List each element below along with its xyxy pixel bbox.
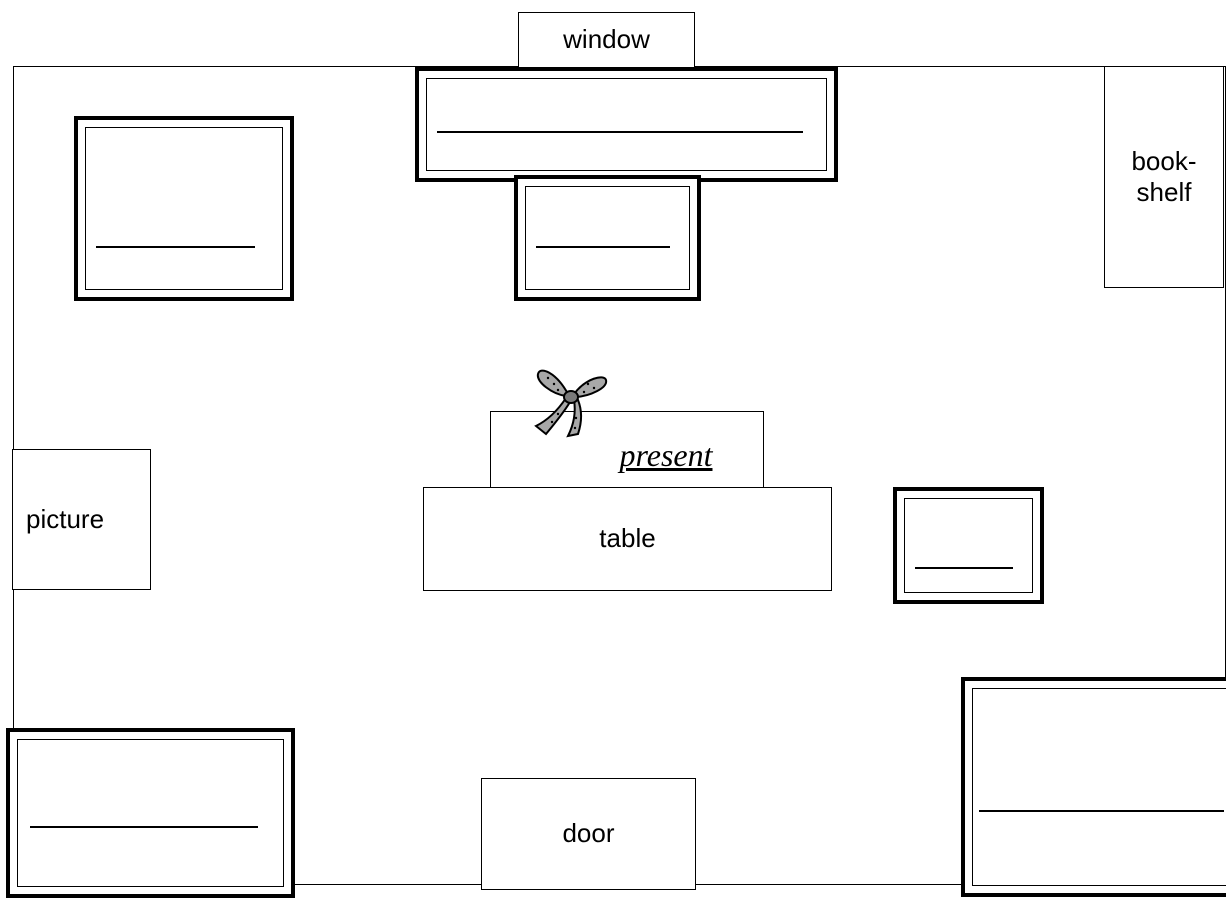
wall-segment (696, 884, 961, 885)
bow-icon (534, 369, 608, 438)
answer-blank (979, 810, 1224, 812)
answer-box-bottom-left (6, 728, 295, 898)
answer-blank (915, 567, 1013, 569)
present-label: present (619, 436, 713, 473)
table-label: table (599, 523, 656, 554)
answer-blank (536, 246, 670, 248)
answer-blank (437, 131, 803, 133)
door-label: door (562, 818, 615, 849)
answer-box-right-middle (893, 487, 1044, 604)
answer-blank (96, 246, 255, 248)
answer-box-top-left (74, 116, 294, 301)
picture-label: picture (26, 503, 105, 534)
picture: picture (12, 449, 151, 590)
answer-box-top-small (514, 175, 701, 301)
answer-box-top-wide (415, 67, 838, 182)
bookshelf: book- shelf (1104, 66, 1224, 288)
door: door (481, 778, 696, 890)
window: window (518, 12, 695, 68)
answer-box-bottom-right (961, 677, 1226, 897)
bookshelf-label: book- shelf (1131, 145, 1197, 207)
wall-segment (295, 884, 481, 885)
answer-blank (30, 826, 258, 828)
window-label: window (563, 24, 650, 55)
present: present (490, 411, 764, 489)
table: table (423, 487, 832, 591)
